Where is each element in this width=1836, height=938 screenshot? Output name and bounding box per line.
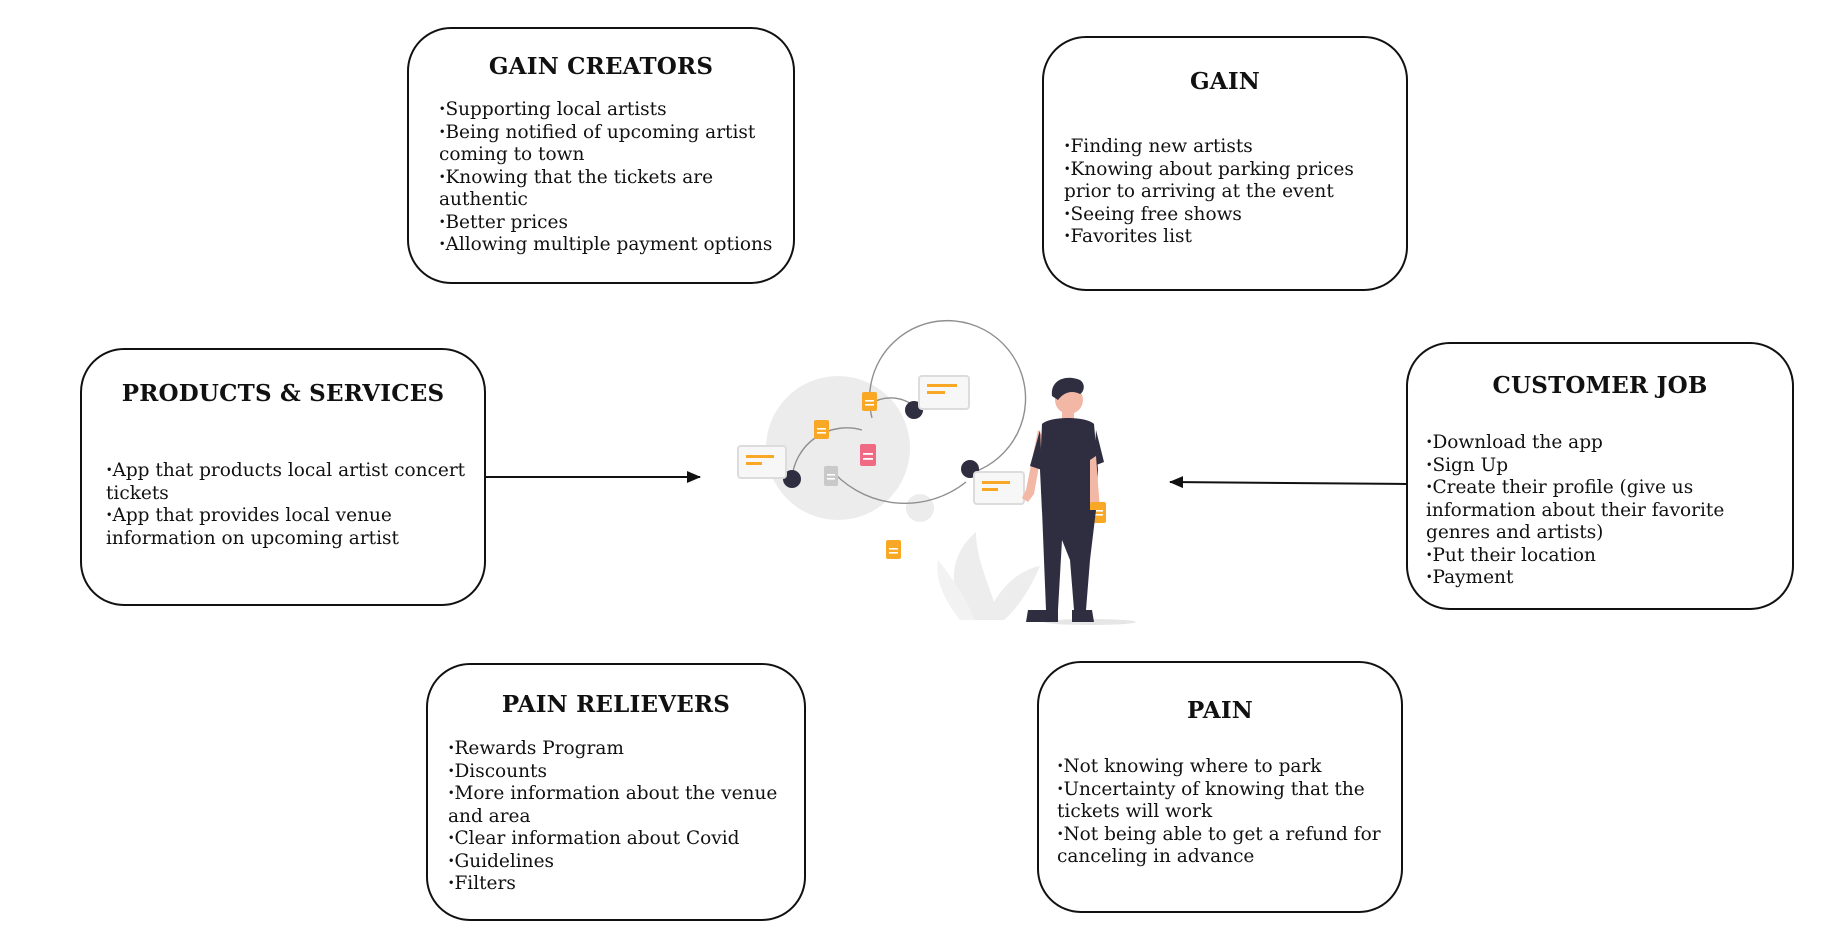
list-item: Allowing multiple payment options xyxy=(439,234,784,257)
document-icon xyxy=(814,420,829,439)
list-item: Better prices xyxy=(439,212,784,235)
products-services-box: PRODUCTS & SERVICES App that products lo… xyxy=(80,348,486,606)
list-item: Seeing free shows xyxy=(1064,204,1404,227)
list-item: Download the app xyxy=(1426,432,1786,455)
list-item: Favorites list xyxy=(1064,226,1404,249)
arrow-left-icon xyxy=(1169,476,1407,489)
products-services-list: App that products local artist concert t… xyxy=(106,460,478,550)
list-item: App that products local artist concert t… xyxy=(106,460,478,505)
list-item: App that provides local venue informatio… xyxy=(106,505,478,550)
list-item: Payment xyxy=(1426,567,1786,590)
pain-box: PAIN Not knowing where to park Uncertain… xyxy=(1037,661,1403,913)
gain-creators-title: GAIN CREATORS xyxy=(488,53,714,80)
customer-job-box: CUSTOMER JOB Download the app Sign Up Cr… xyxy=(1406,342,1794,610)
list-item: Not knowing where to park xyxy=(1057,756,1397,779)
list-item: Finding new artists xyxy=(1064,136,1404,159)
orbit-line xyxy=(868,319,1027,473)
document-icon xyxy=(860,444,876,466)
list-item: Not being able to get a refund for cance… xyxy=(1057,824,1397,869)
background-dot xyxy=(906,494,934,522)
list-item: Uncertainty of knowing that the tickets … xyxy=(1057,779,1397,824)
message-card-icon xyxy=(973,471,1025,505)
person-with-documents-illustration xyxy=(737,319,1136,625)
pain-list: Not knowing where to park Uncertainty of… xyxy=(1057,756,1397,869)
list-item: Discounts xyxy=(448,761,800,784)
list-item: Clear information about Covid xyxy=(448,828,800,851)
node-dot xyxy=(783,470,801,488)
list-item: Being notified of upcoming artist coming… xyxy=(439,122,784,167)
list-item: Create their profile (give us informatio… xyxy=(1426,477,1786,545)
document-icon xyxy=(824,466,838,486)
gain-title: GAIN xyxy=(1189,68,1261,95)
gain-box: GAIN Finding new artists Knowing about p… xyxy=(1042,36,1408,291)
list-item: Sign Up xyxy=(1426,455,1786,478)
plant-icon xyxy=(953,532,1000,620)
list-item: Knowing about parking prices prior to ar… xyxy=(1064,159,1404,204)
document-icon xyxy=(862,392,877,411)
pain-relievers-box: PAIN RELIEVERS Rewards Program Discounts… xyxy=(426,663,806,921)
message-card-icon xyxy=(918,375,970,410)
gain-list: Finding new artists Knowing about parkin… xyxy=(1064,136,1404,249)
document-icon xyxy=(886,540,901,559)
gain-creators-box: GAIN CREATORS Supporting local artists B… xyxy=(407,27,795,284)
pain-relievers-title: PAIN RELIEVERS xyxy=(501,691,731,718)
person-icon xyxy=(1022,377,1136,625)
list-item: More information about the venue and are… xyxy=(448,783,800,828)
list-item: Rewards Program xyxy=(448,738,800,761)
list-item: Supporting local artists xyxy=(439,99,784,122)
list-item: Knowing that the tickets are authentic xyxy=(439,167,784,212)
pain-relievers-list: Rewards Program Discounts More informati… xyxy=(448,738,800,896)
list-item: Guidelines xyxy=(448,851,800,874)
gain-creators-list: Supporting local artists Being notified … xyxy=(439,99,784,257)
pain-title: PAIN xyxy=(1186,697,1254,724)
list-item: Filters xyxy=(448,873,800,896)
customer-job-list: Download the app Sign Up Create their pr… xyxy=(1426,432,1786,590)
list-item: Put their location xyxy=(1426,545,1786,568)
background-circle xyxy=(766,376,910,520)
customer-job-title: CUSTOMER JOB xyxy=(1492,372,1708,399)
message-card-icon xyxy=(737,445,787,479)
products-services-title: PRODUCTS & SERVICES xyxy=(121,380,445,407)
